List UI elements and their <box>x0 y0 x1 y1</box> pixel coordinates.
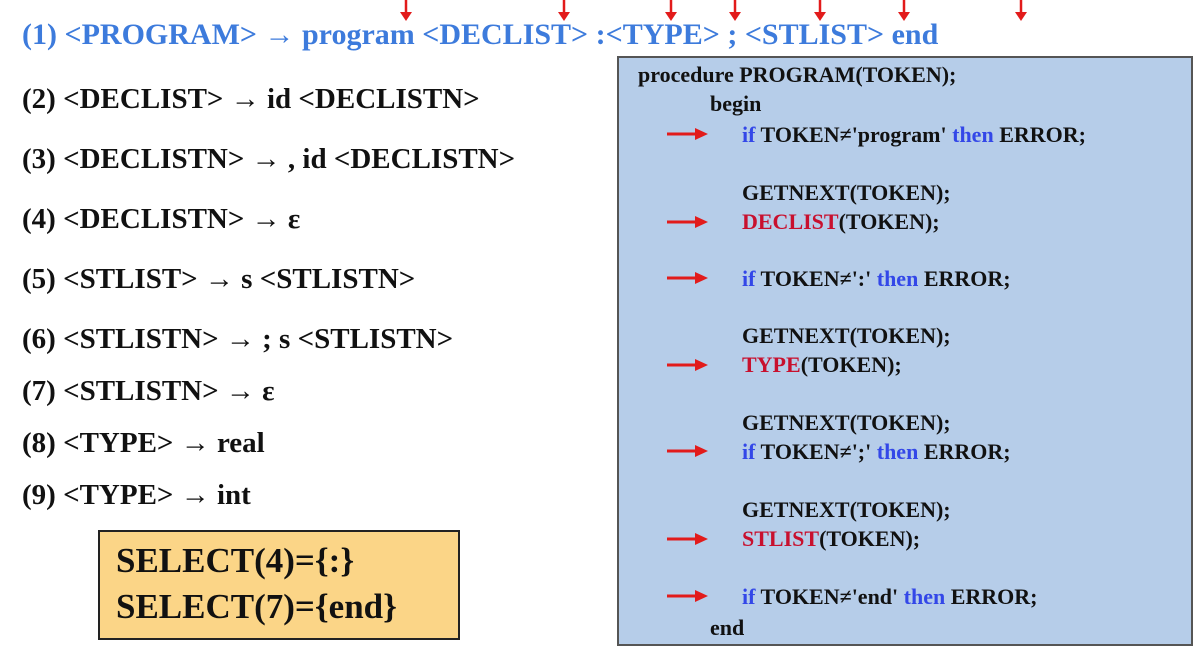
right-arrow-icon <box>667 216 708 228</box>
if-keyword: if <box>742 584 756 609</box>
production-2: (2) <DECLIST> → id <DECLISTN> <box>22 83 480 115</box>
then-keyword: then <box>876 266 919 291</box>
right-arrow-icon <box>667 445 708 457</box>
condition-colon: TOKEN≠':' <box>755 266 877 291</box>
getnext-line-3: GETNEXT(TOKEN); <box>742 410 951 435</box>
error-call: ERROR; <box>923 266 1011 291</box>
select-7-text: SELECT(7)={end} <box>116 587 397 626</box>
type-call: TYPE <box>742 352 801 377</box>
then-keyword: then <box>952 122 994 147</box>
if-keyword: if <box>742 122 756 147</box>
error-call: ERROR; <box>999 122 1086 147</box>
then-keyword: then <box>903 584 946 609</box>
if-keyword: if <box>742 439 756 464</box>
select-4-text: SELECT(4)={:} <box>116 541 355 580</box>
declist-call-line: DECLIST(TOKEN); <box>742 209 940 234</box>
right-arrow-icon <box>667 359 708 371</box>
condition-end: TOKEN≠'end' <box>755 584 904 609</box>
production-1: (1) <PROGRAM> → program <DECLIST> :<TYPE… <box>22 18 938 52</box>
production-5: (5) <STLIST> → s <STLISTN> <box>22 263 416 295</box>
declist-call: DECLIST <box>742 209 839 234</box>
production-3: (3) <DECLISTN> → , id <DECLISTN> <box>22 143 516 175</box>
procedure-box <box>617 56 1193 646</box>
condition-program: TOKEN≠'program' <box>755 122 953 147</box>
production-8: (8) <TYPE> → real <box>22 427 265 459</box>
type-call-line: TYPE(TOKEN); <box>742 352 902 377</box>
down-arrow-icon <box>898 0 910 21</box>
production-1-arrow: → <box>264 18 295 51</box>
getnext-line-2: GETNEXT(TOKEN); <box>742 323 951 348</box>
down-arrow-icon <box>1015 0 1027 21</box>
down-arrow-icon <box>729 0 741 21</box>
right-arrow-icon <box>667 533 708 545</box>
production-1-rhs: program <DECLIST> :<TYPE> ; <STLIST> end <box>301 18 939 51</box>
error-call: ERROR; <box>923 439 1011 464</box>
procedure-header: procedure PROGRAM(TOKEN); <box>638 62 957 87</box>
down-arrow-icon <box>665 0 677 21</box>
production-4: (4) <DECLISTN> → ε <box>22 203 301 235</box>
getnext-line-4: GETNEXT(TOKEN); <box>742 497 951 522</box>
then-keyword: then <box>876 439 919 464</box>
begin-keyword: begin <box>710 91 762 116</box>
condition-semicolon: TOKEN≠';' <box>755 439 877 464</box>
down-arrow-icon <box>558 0 570 21</box>
production-7: (7) <STLISTN> → ε <box>22 375 275 407</box>
if-end-line: if TOKEN≠'end' then ERROR; <box>742 584 1038 610</box>
if-semicolon-line: if TOKEN≠';' then ERROR; <box>742 439 1011 465</box>
if-program-line: if TOKEN≠'program' then ERROR; <box>742 122 1086 148</box>
production-9: (9) <TYPE> → int <box>22 479 251 511</box>
select-set-box: SELECT(4)={:} SELECT(7)={end} <box>98 530 460 640</box>
production-6: (6) <STLISTN> → ; s <STLISTN> <box>22 323 454 355</box>
getnext-line-1: GETNEXT(TOKEN); <box>742 180 951 205</box>
stlist-call: STLIST <box>742 526 820 551</box>
if-colon-line: if TOKEN≠':' then ERROR; <box>742 266 1011 292</box>
error-call: ERROR; <box>950 584 1038 609</box>
right-arrow-icon <box>667 128 708 140</box>
right-arrow-icon <box>667 590 708 602</box>
right-arrow-icon <box>667 272 708 284</box>
if-keyword: if <box>742 266 756 291</box>
production-1-number: (1) <box>22 18 57 51</box>
down-arrow-icon <box>400 0 412 21</box>
end-keyword: end <box>710 615 745 640</box>
stlist-call-line: STLIST(TOKEN); <box>742 526 921 551</box>
down-arrow-icon <box>814 0 826 21</box>
production-1-lhs: <PROGRAM> <box>64 18 257 51</box>
